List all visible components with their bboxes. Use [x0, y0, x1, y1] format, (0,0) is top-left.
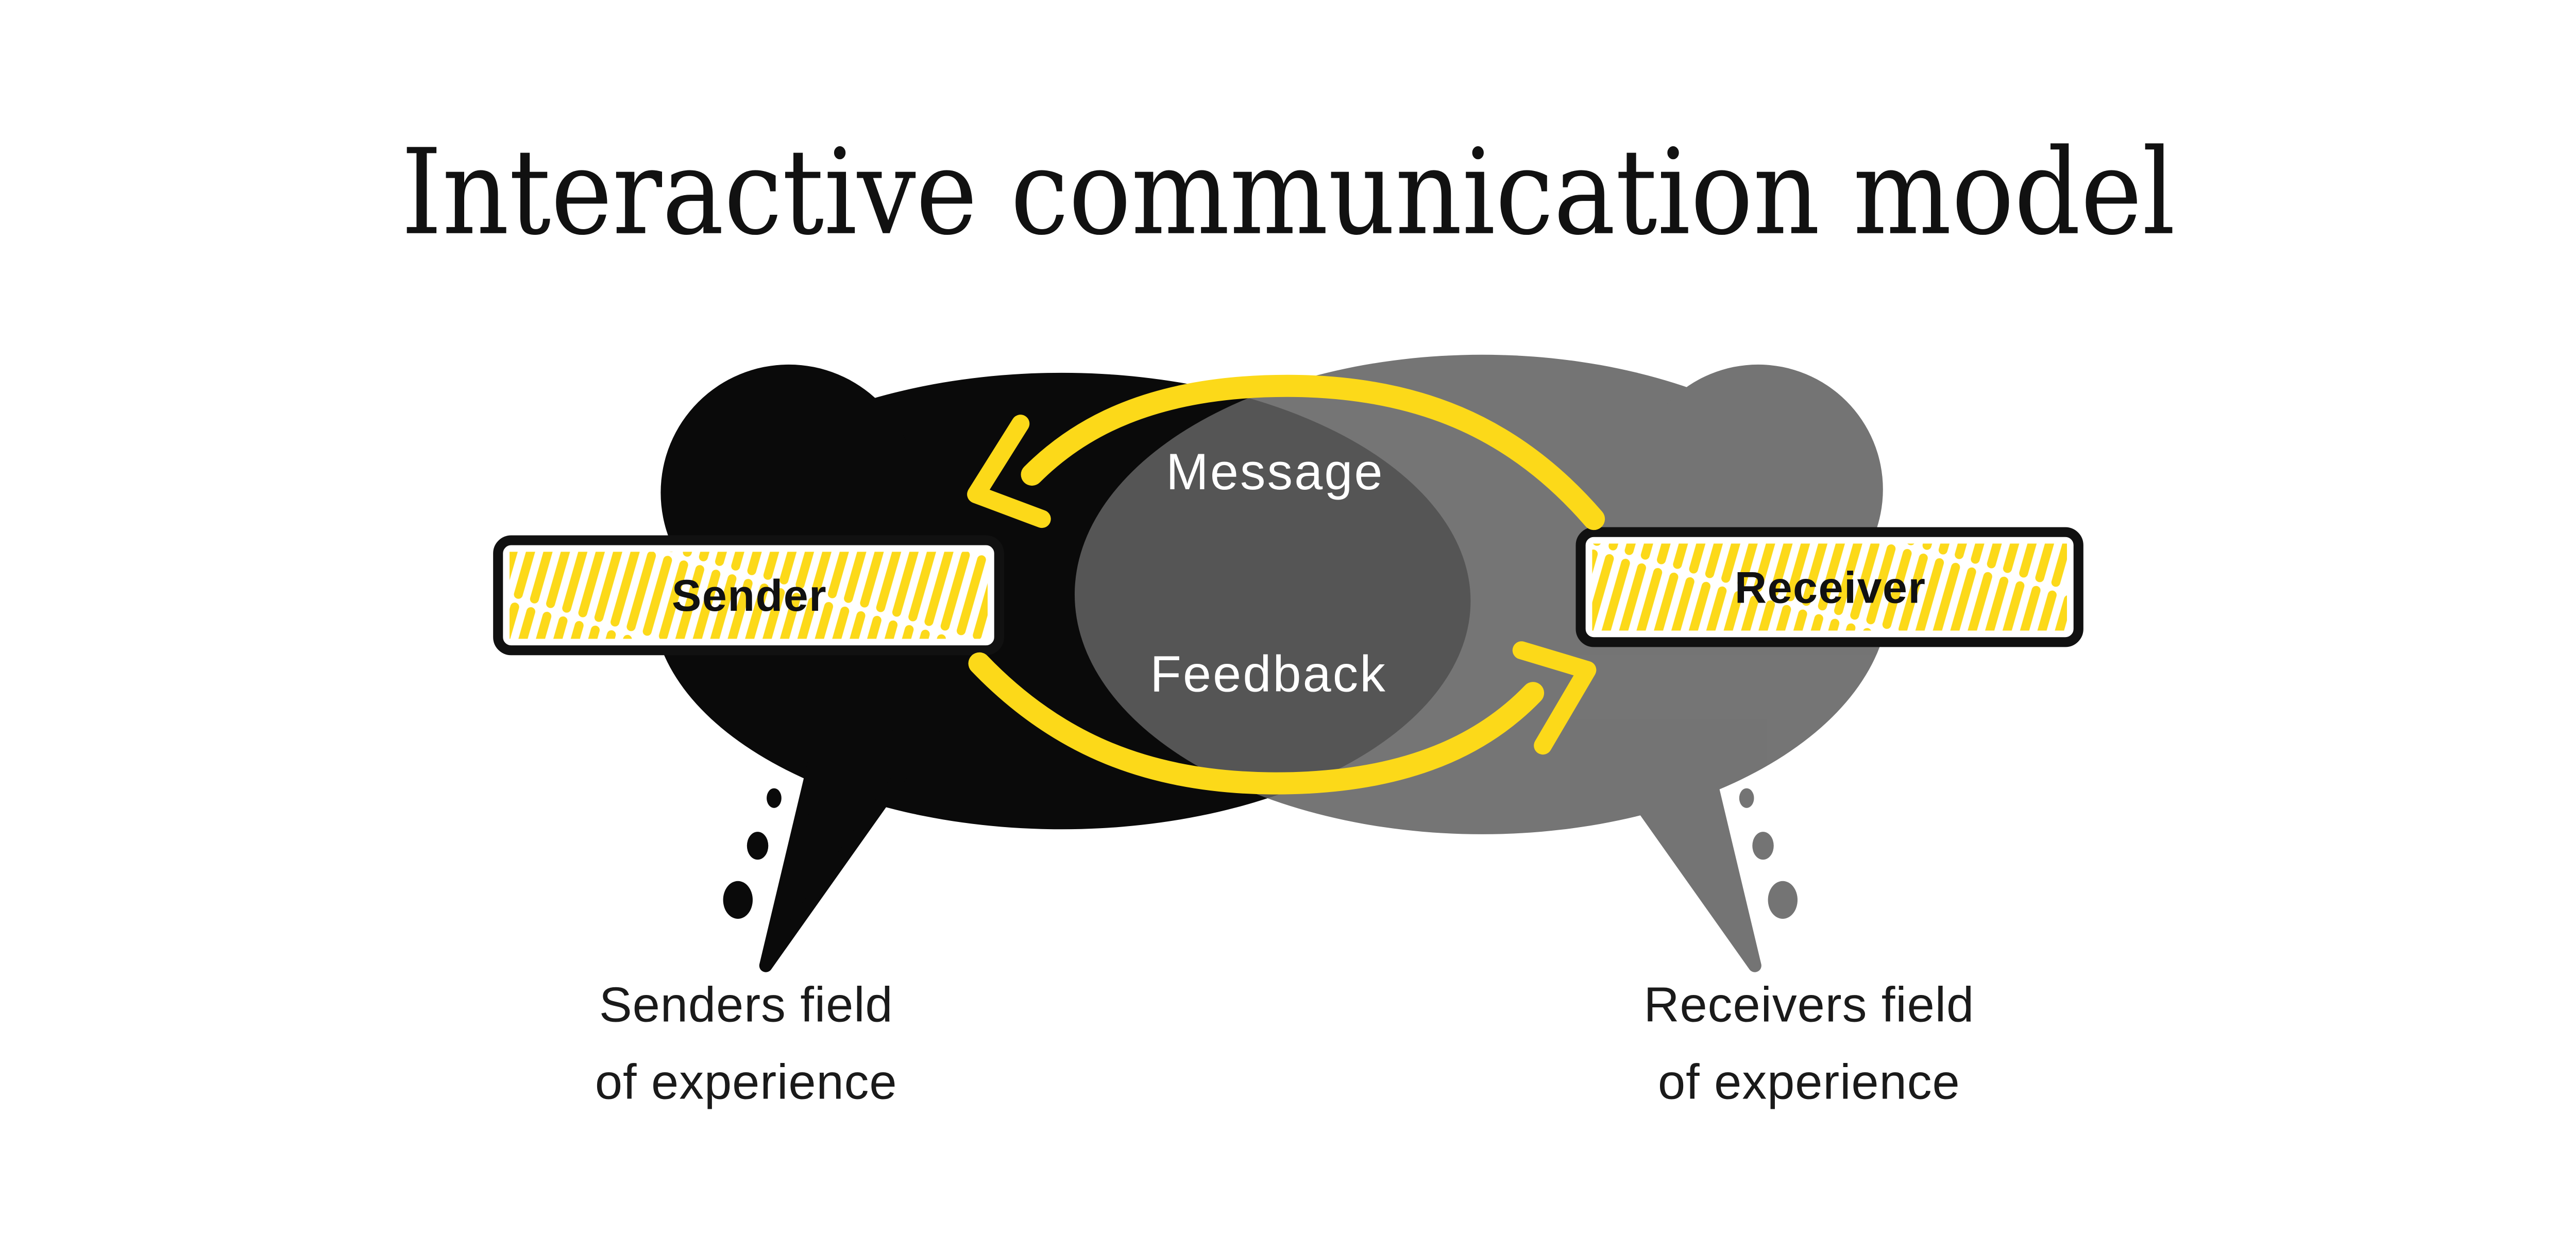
- message-arrow: [967, 374, 1605, 530]
- receiver-tail-dot-small: [1739, 788, 1754, 808]
- receiver-caption-line2: of experience: [1658, 1054, 1960, 1109]
- sender-box: Sender: [493, 535, 1004, 656]
- message-label: Message: [1166, 443, 1384, 500]
- sender-caption-line1: Senders field: [599, 977, 893, 1032]
- feedback-label: Feedback: [1150, 645, 1387, 702]
- receiver-box-hatch: [1592, 543, 2067, 631]
- sender-tail-dot-large: [723, 881, 753, 919]
- receiver-caption: Receivers field of experience: [1643, 977, 1974, 1109]
- receiver-bubble-tail: [1581, 723, 1761, 972]
- message-arrow-curve: [1021, 374, 1605, 530]
- feedback-arrow-curve: [968, 652, 1545, 795]
- sender-caption: Senders field of experience: [595, 977, 897, 1109]
- sender-tail-dot-small: [767, 788, 782, 808]
- receiver-tail-dot-medium: [1752, 832, 1774, 860]
- sender-box-label: Sender: [672, 571, 827, 621]
- sender-tail-dot-medium: [747, 832, 769, 860]
- receiver-box-border: [1575, 527, 2083, 647]
- feedback-arrow: [968, 641, 1597, 795]
- sender-box-hatch: [510, 552, 988, 639]
- receiver-tail-dot-large: [1768, 881, 1798, 919]
- receiver-caption-line1: Receivers field: [1643, 977, 1974, 1032]
- feedback-arrowhead: [1512, 641, 1597, 755]
- receiver-box: Receiver: [1575, 527, 2083, 647]
- receiver-box-label: Receiver: [1735, 563, 1926, 612]
- sender-box-border: [493, 535, 1004, 656]
- sender-caption-line2: of experience: [595, 1054, 897, 1109]
- page-title: Interactive communication model: [401, 124, 2176, 262]
- message-arrowhead: [967, 415, 1051, 528]
- sender-bubble-tail: [759, 723, 940, 972]
